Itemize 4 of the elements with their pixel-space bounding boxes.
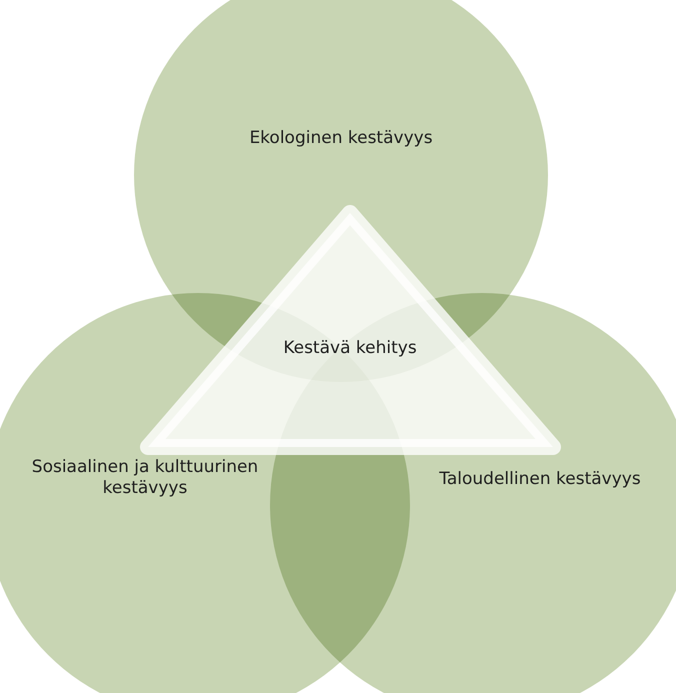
circle-label: Sosiaalinen ja kulttuurinen kestävyys — [30, 457, 260, 500]
circle-label: Ekologinen kestävyys — [248, 128, 434, 150]
center-label: Kestävä kehitys — [282, 338, 418, 360]
circle-label: Taloudellinen kestävyys — [438, 469, 642, 490]
